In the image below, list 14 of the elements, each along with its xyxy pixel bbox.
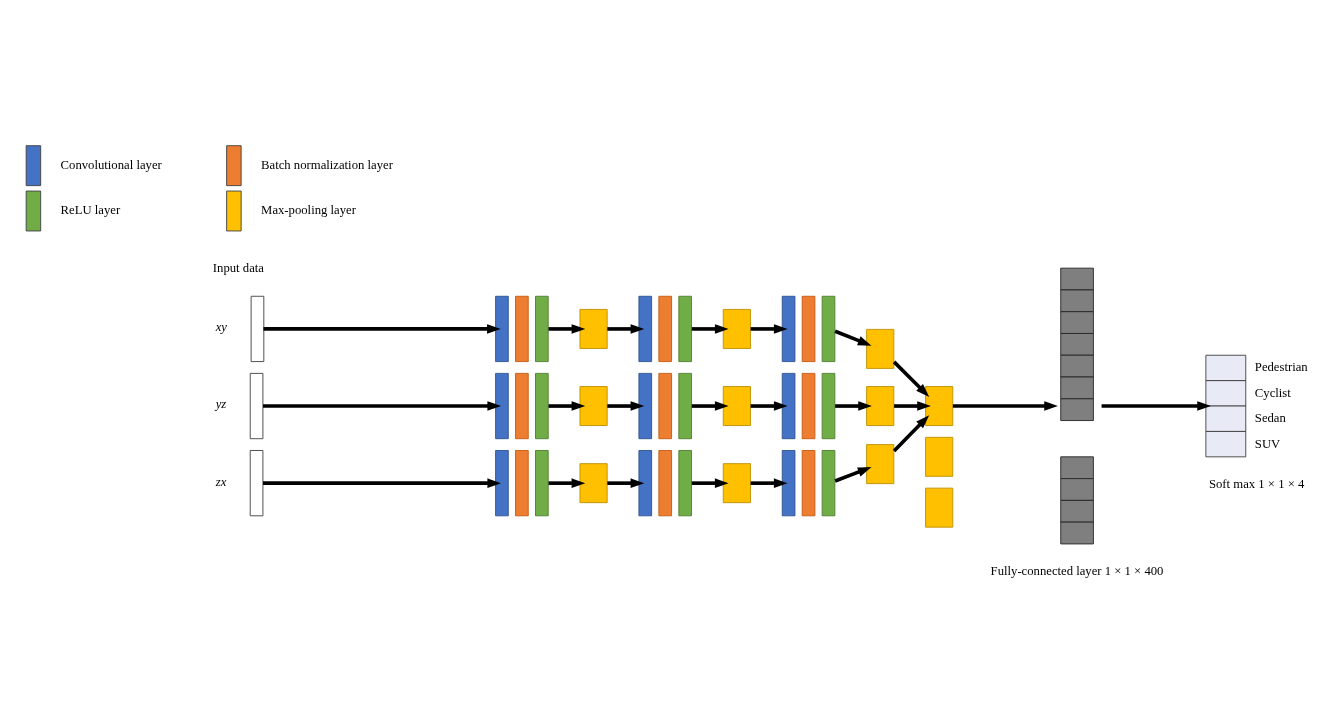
legend-label: ReLU layer [60,203,121,218]
node-label: Fully-connected layer 1 × 1 × 400 [990,564,1164,579]
node-label: Cyclist [1254,385,1291,400]
node-label: xy [215,320,228,335]
legend-label: Batch normalization layer [261,158,393,173]
label: Input data [212,260,264,275]
node-label: Pedestrian [1254,360,1308,375]
node-label: SUV [1254,436,1281,451]
legend-label: Convolutional layer [60,158,162,173]
legend-label: Max-pooling layer [261,203,356,218]
node-label: yz [215,397,227,412]
node-label: Soft max 1 × 1 × 4 [1208,477,1305,492]
node-label: zx [215,474,227,489]
node-label: Sedan [1254,411,1286,426]
